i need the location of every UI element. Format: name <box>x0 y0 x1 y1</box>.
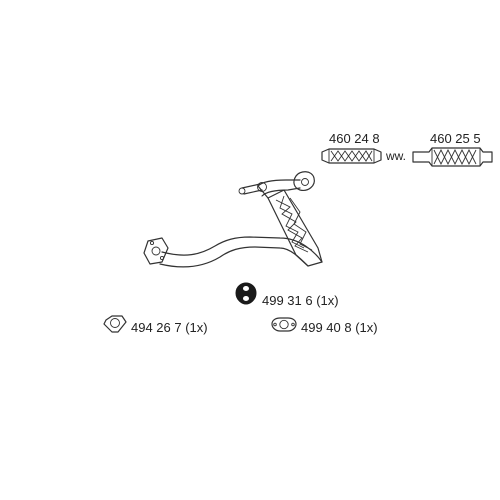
gasket-triangle-number: 494 26 7 (1x) <box>131 320 208 335</box>
flex-pipe-a-number: 460 24 8 <box>329 131 380 146</box>
front-pipe-drawing <box>143 171 323 268</box>
alternative-separator: ww. <box>386 149 407 163</box>
triangular-gasket-icon <box>103 315 127 333</box>
flex-pipe-a-drawing <box>321 148 382 164</box>
oval-gasket-icon <box>271 317 297 332</box>
flex-pipe-b-drawing <box>412 147 493 167</box>
rubber-mount-number: 499 31 6 (1x) <box>262 293 339 308</box>
gasket-oval-number: 499 40 8 (1x) <box>301 320 378 335</box>
flex-pipe-b-number: 460 25 5 <box>430 131 481 146</box>
rubber-mount-icon <box>235 282 257 305</box>
